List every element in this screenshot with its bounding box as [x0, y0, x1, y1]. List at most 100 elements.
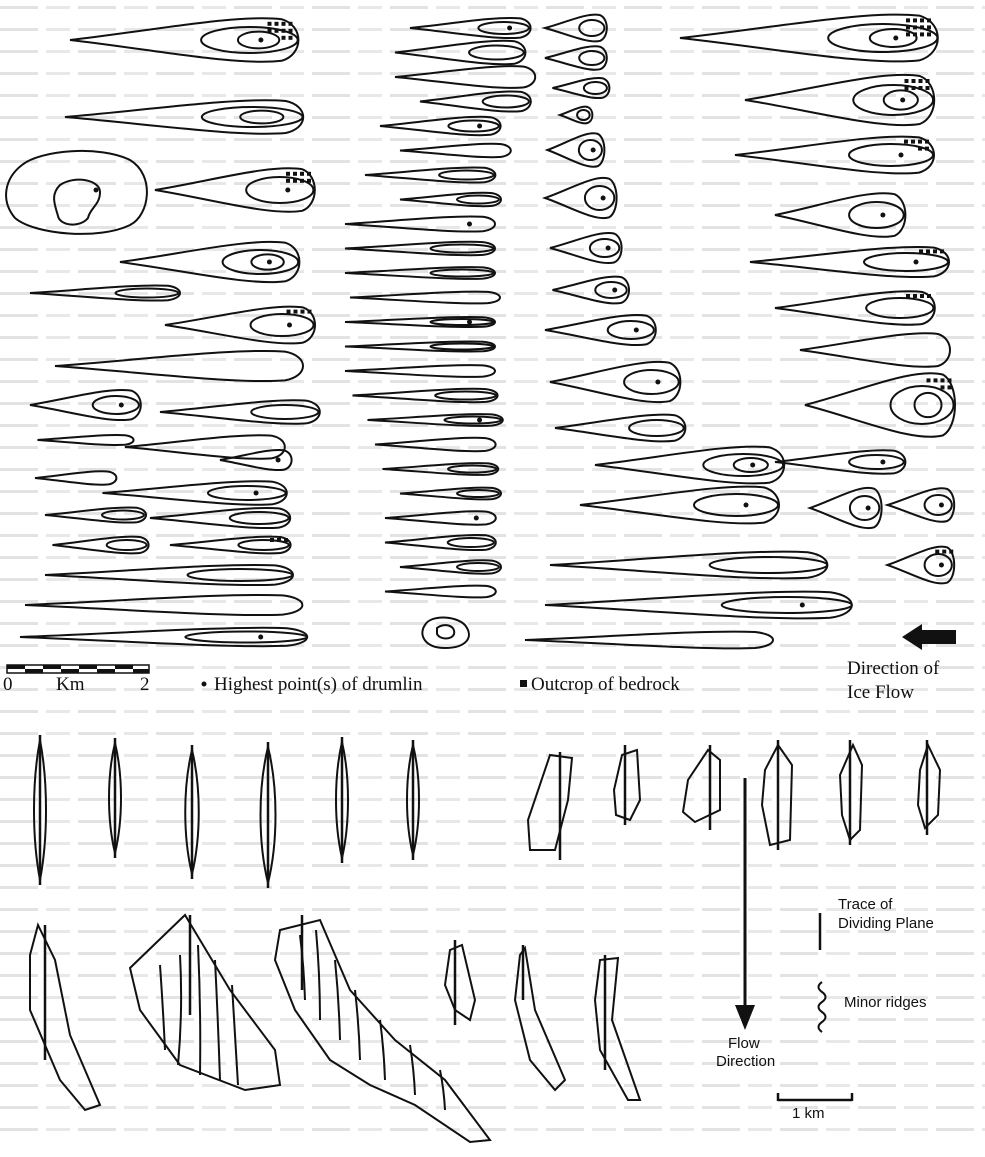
- drumlin-outline: [155, 168, 315, 212]
- bedrock-outcrop: [919, 86, 923, 90]
- drumlin-contour: [595, 282, 627, 298]
- drumlin-outline: [810, 488, 882, 528]
- drumlin-outline: [380, 117, 501, 135]
- drumlin-contour: [590, 239, 619, 257]
- drumlin-outline: [25, 595, 302, 615]
- scale-unit-label: Km: [56, 674, 85, 696]
- drumlin-outline: [545, 46, 607, 69]
- highest-point: [750, 463, 755, 468]
- bedrock-outcrop: [926, 79, 930, 83]
- bedrock-outcrop: [308, 310, 312, 314]
- bedrock-outcrop: [940, 249, 944, 253]
- drumlin-contour: [608, 321, 654, 339]
- split-drumlin-outline: [130, 915, 280, 1090]
- bedrock-outcrop: [927, 294, 931, 298]
- drumlin-outline: [395, 66, 535, 88]
- split-drumlin-outline: [445, 945, 475, 1020]
- ice-flow-label-line2: Ice Flow: [847, 682, 914, 704]
- highest-point: [939, 503, 944, 508]
- highest-point: [655, 380, 660, 385]
- highest-point: [634, 328, 639, 333]
- drumlin-outline: [550, 233, 622, 263]
- highest-point: [258, 38, 263, 43]
- drumlin-contour: [251, 314, 314, 336]
- bedrock-outcrop: [919, 79, 923, 83]
- scale-end-label: 2: [140, 674, 150, 696]
- minor-ridge: [316, 930, 320, 1020]
- drumlin-contour: [102, 511, 144, 520]
- bedrock-outcrop-symbol: [520, 680, 527, 687]
- drumlin-outline: [422, 618, 469, 649]
- highest-point: [866, 506, 871, 511]
- drumlin-outline: [525, 632, 773, 649]
- split-drumlin-outline: [918, 745, 940, 828]
- drumlin-outline: [775, 193, 905, 237]
- bedrock-outcrop: [920, 18, 924, 22]
- drumlin-contour: [444, 417, 501, 424]
- highest-point: [477, 124, 482, 129]
- drumlin-contour: [585, 186, 614, 210]
- drumlin-outline: [400, 144, 511, 157]
- highest-point: [467, 222, 472, 227]
- drumlin-contour: [694, 494, 778, 516]
- drumlin-contour: [240, 111, 283, 124]
- minor-ridges-symbol: [819, 982, 826, 1032]
- drumlin-contour: [891, 386, 954, 424]
- drumlin-contour: [483, 96, 529, 108]
- drumlin-outline: [345, 365, 495, 377]
- highest-point: [612, 288, 617, 293]
- drumlin-outline: [385, 586, 496, 598]
- bedrock-outcrop: [906, 294, 910, 298]
- bedrock-outcrop: [927, 378, 931, 382]
- highest-point: [893, 36, 898, 41]
- drumlin-outline: [545, 592, 852, 619]
- bedrock-outcrop: [307, 172, 311, 176]
- drumlin-outline: [375, 438, 496, 451]
- highest-point: [477, 418, 482, 423]
- highest-point-symbol: [202, 682, 207, 687]
- drumlin-outline: [55, 351, 303, 381]
- drumlin-contour: [925, 495, 952, 515]
- dividing-plane-label-line2: Dividing Plane: [838, 915, 934, 932]
- bedrock-outcrop: [913, 18, 917, 22]
- bedrock-outcrop: [926, 86, 930, 90]
- bedrock-outcrop: [282, 36, 286, 40]
- drumlin-outline: [30, 390, 141, 420]
- bedrock-outcrop: [933, 249, 937, 253]
- bedrock-outcrop: [284, 538, 288, 542]
- drumlin-outline: [545, 178, 617, 218]
- drumlin-contour: [223, 250, 299, 274]
- highest-point: [467, 320, 472, 325]
- highest-point: [880, 213, 885, 218]
- drumlin-contour: [478, 22, 528, 34]
- bedrock-outcrop: [913, 294, 917, 298]
- drumlin-contour: [915, 393, 942, 417]
- drumlin-contour: [849, 202, 904, 228]
- drumlin-contour: [431, 245, 494, 253]
- highest-point: [880, 460, 885, 465]
- drumlin-outline: [38, 435, 134, 445]
- drumlin-outline: [6, 151, 147, 234]
- drumlin-outline: [35, 471, 116, 484]
- minor-ridge: [215, 960, 220, 1080]
- split-drumlin-outline: [614, 750, 640, 820]
- highest-point: [914, 260, 919, 265]
- split-drumlin-diagrams: [30, 735, 940, 1142]
- bedrock-outcrop: [289, 36, 293, 40]
- bedrock-outcrop: [911, 140, 915, 144]
- bedrock-outcrop: [926, 249, 930, 253]
- drumlin-contour: [448, 121, 498, 132]
- drumlin-contour: [457, 563, 499, 571]
- drumlin-outline: [345, 216, 495, 231]
- bedrock-outcrop: [286, 172, 290, 176]
- drumlin-outline: [385, 511, 496, 524]
- minor-ridge: [178, 955, 181, 1065]
- bedrock-outcrop: [927, 32, 931, 36]
- minor-ridges-label: Minor ridges: [844, 994, 927, 1011]
- drumlin-outline: [555, 415, 685, 442]
- drumlin-contour: [431, 319, 494, 325]
- split-drumlin-outline: [595, 958, 640, 1100]
- drumlin-contour: [469, 46, 524, 60]
- drumlin-outline: [550, 362, 680, 402]
